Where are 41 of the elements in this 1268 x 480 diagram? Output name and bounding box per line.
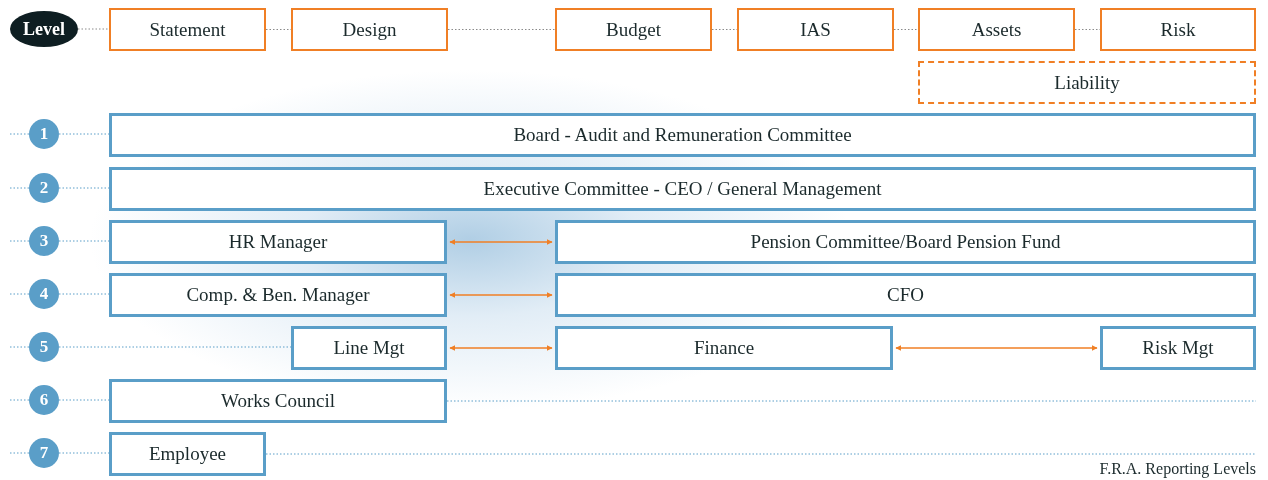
level-number-circle: 4 (29, 279, 59, 309)
category-box: Budget (555, 8, 712, 51)
role-box: HR Manager (109, 220, 447, 264)
dotted-guide-line (446, 400, 1257, 402)
category-box: Assets (918, 8, 1075, 51)
role-box: Risk Mgt (1100, 326, 1256, 370)
role-box: Pension Committee/Board Pension Fund (555, 220, 1256, 264)
role-box: Employee (109, 432, 266, 476)
level-number-circle: 7 (29, 438, 59, 468)
dotted-guide-line (9, 346, 30, 348)
dotted-guide-line (77, 28, 110, 30)
double-arrow (895, 345, 1098, 351)
category-box: Statement (109, 8, 266, 51)
dotted-guide-line (9, 399, 30, 401)
category-box: Risk (1100, 8, 1256, 51)
category-box: Design (291, 8, 448, 51)
double-arrow (449, 345, 553, 351)
dotted-guide-line (9, 187, 30, 189)
level-number-circle: 1 (29, 119, 59, 149)
dashed-category-box: Liability (918, 61, 1256, 104)
level-number-circle: 2 (29, 173, 59, 203)
dotted-guide-line (9, 452, 30, 454)
dotted-guide-line (9, 133, 30, 135)
level-number-circle: 6 (29, 385, 59, 415)
category-box: IAS (737, 8, 894, 51)
double-arrow (449, 239, 553, 245)
role-box: Executive Committee - CEO / General Management (109, 167, 1256, 211)
caption: F.R.A. Reporting Levels (1099, 460, 1256, 478)
dotted-guide-line (9, 240, 30, 242)
role-box: Finance (555, 326, 893, 370)
dotted-guide-line (265, 453, 1257, 455)
level-badge: Level (10, 11, 78, 47)
role-box: Board - Audit and Remuneration Committee (109, 113, 1256, 157)
level-number-circle: 3 (29, 226, 59, 256)
dotted-guide-line (9, 293, 30, 295)
level-number-circle: 5 (29, 332, 59, 362)
role-box: Comp. & Ben. Manager (109, 273, 447, 317)
role-box: CFO (555, 273, 1256, 317)
double-arrow (449, 292, 553, 298)
role-box: Works Council (109, 379, 447, 423)
role-box: Line Mgt (291, 326, 447, 370)
